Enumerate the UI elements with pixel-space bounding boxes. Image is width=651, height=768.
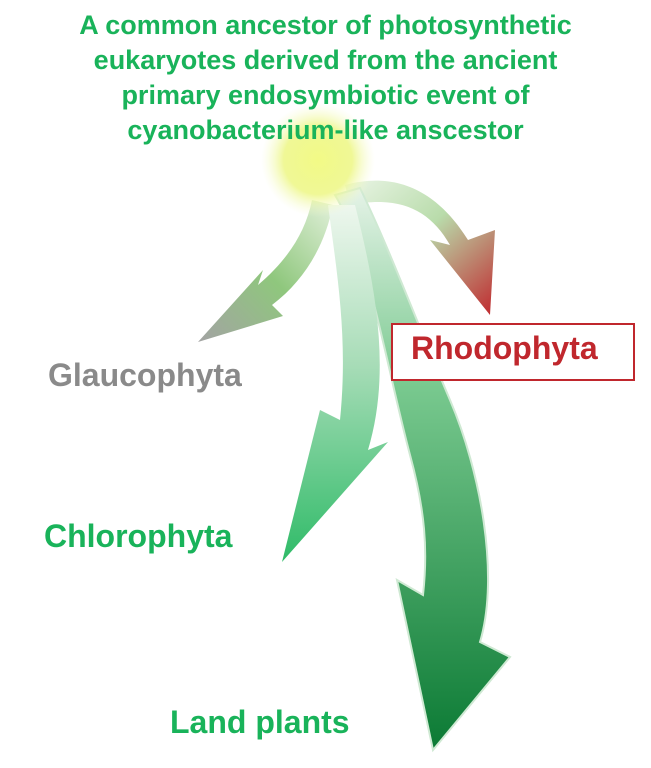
title-line-1: A common ancestor of photosynthetic [79, 10, 572, 40]
common-ancestor-node [261, 103, 375, 217]
chlorophyta-label: Chlorophyta [44, 518, 233, 554]
glaucophyta-label: Glaucophyta [48, 357, 242, 393]
rhodophyta-label: Rhodophyta [411, 330, 598, 366]
land-plants-label: Land plants [170, 704, 350, 740]
diagram-title: A common ancestor of photosynthetic euka… [10, 8, 641, 148]
title-line-3: primary endosymbiotic event of [121, 80, 530, 110]
chlorophyta-arrow [282, 205, 388, 562]
glaucophyta-arrow [198, 200, 333, 342]
title-line-4: cyanobacterium-like anscestor [127, 115, 524, 145]
rhodophyta-label-box [391, 323, 635, 381]
title-line-2: eukaryotes derived from the ancient [93, 45, 558, 75]
